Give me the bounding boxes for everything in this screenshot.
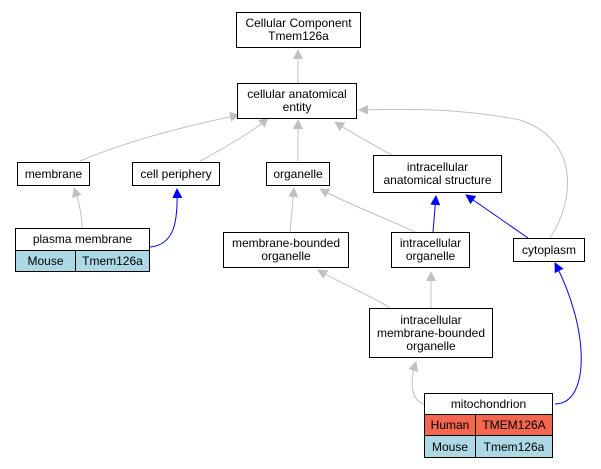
node-cellular-anatomical-entity[interactable]: cellular anatomical entity [237, 83, 357, 119]
annotation-gene[interactable]: Tmem126a [75, 250, 150, 272]
node-label: organelle [406, 338, 456, 353]
edge-membrane-to-cae [79, 111, 240, 162]
annotation-row: Mouse Tmem126a [424, 436, 553, 458]
node-label: intracellular [400, 312, 462, 327]
edge-mito-to-cytoplasm [554, 262, 582, 405]
annotation-species: Mouse [424, 436, 475, 458]
node-intracellular-anatomical-structure[interactable]: intracellular anatomical structure [373, 155, 502, 193]
node-label: organelle [405, 249, 456, 263]
node-label: cytoplasm [521, 242, 577, 257]
node-plasma-membrane[interactable]: plasma membrane [15, 228, 150, 251]
node-membrane-bounded-organelle[interactable]: membrane-bounded organelle [223, 232, 349, 268]
node-label: cellular anatomical [247, 87, 347, 101]
edge-cellperiphery-to-cae [199, 117, 269, 162]
node-cellular-component-root[interactable]: Cellular Component Tmem126a [236, 12, 361, 48]
annotation-gene[interactable]: TMEM126A [475, 414, 553, 436]
node-label: cell periphery [140, 166, 212, 181]
annotation-row: Mouse Tmem126a [15, 250, 150, 272]
edge-introrganelle-to-organelle [319, 188, 416, 233]
node-label: membrane-bounded [376, 325, 486, 340]
node-intracellular-membrane-bounded-organelle[interactable]: intracellular membrane-bounded organelle [369, 308, 493, 358]
node-label: anatomical structure [383, 173, 492, 187]
node-label: organelle [273, 166, 323, 181]
node-label: membrane-bounded [231, 236, 341, 250]
annotation-species: Mouse [15, 250, 75, 272]
node-organelle[interactable]: organelle [266, 162, 330, 186]
node-label: plasma membrane [32, 232, 133, 246]
annotation-gene[interactable]: Tmem126a [475, 436, 553, 458]
edge-mbo-to-organelle [288, 187, 299, 233]
edge-intracellularanat-to-cae [334, 121, 393, 156]
node-cytoplasm[interactable]: cytoplasm [513, 238, 585, 262]
node-cell-periphery[interactable]: cell periphery [132, 162, 220, 186]
edge-plasmamembrane-to-membrane [72, 187, 83, 229]
edge-introrganelle-to-intracellularanat [430, 195, 441, 233]
annotation-row: Human TMEM126A [424, 414, 553, 436]
edge-mito-to-imbo [408, 361, 425, 405]
node-label: intracellular [399, 236, 462, 250]
node-membrane[interactable]: membrane [17, 162, 90, 186]
annotation-species: Human [424, 414, 475, 436]
node-label: membrane [24, 166, 83, 181]
node-label: organelle [261, 249, 311, 263]
edge-imbo-to-mbo [317, 269, 391, 309]
edge-plasmamembrane-to-cellperiphery [149, 188, 183, 248]
node-label: intracellular [406, 160, 469, 174]
edge-cytoplasm-to-intracellularanat [465, 194, 529, 239]
node-label: Cellular Component [245, 16, 352, 30]
node-label: mitochondrion [450, 396, 527, 411]
node-intracellular-organelle[interactable]: intracellular organelle [391, 232, 470, 268]
node-label: entity [282, 100, 312, 114]
node-mitochondrion[interactable]: mitochondrion [424, 393, 553, 415]
edge-cytoplasm-to-cae [358, 104, 568, 239]
node-label: Tmem126a [268, 29, 329, 43]
